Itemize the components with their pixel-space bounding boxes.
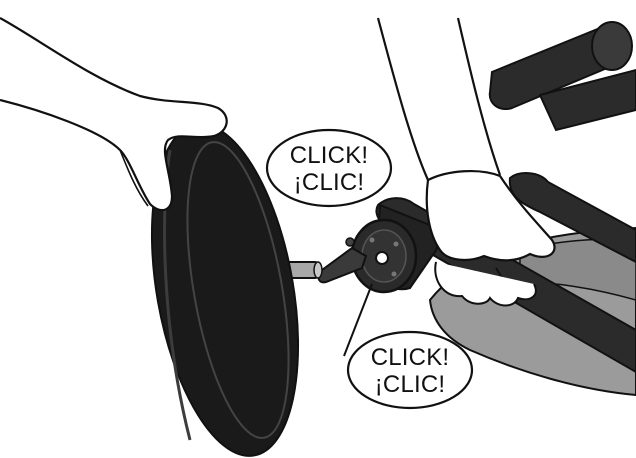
hub-bolt <box>392 272 397 277</box>
hub-bolt <box>370 238 375 243</box>
axle-socket <box>376 252 388 264</box>
lever-pivot <box>346 238 354 246</box>
callout-top-english: CLICK! <box>268 142 390 169</box>
callout-top-spanish: ¡CLIC! <box>268 169 390 196</box>
hub-bolt <box>394 242 399 247</box>
handle-hinge <box>592 22 632 70</box>
axle-pin-tip <box>314 262 322 278</box>
callout-text-bottom: CLICK! ¡CLIC! <box>349 344 471 398</box>
callout-bottom-spanish: ¡CLIC! <box>349 371 471 398</box>
callout-bottom-english: CLICK! <box>349 344 471 371</box>
callout-text-top: CLICK! ¡CLIC! <box>268 142 390 196</box>
